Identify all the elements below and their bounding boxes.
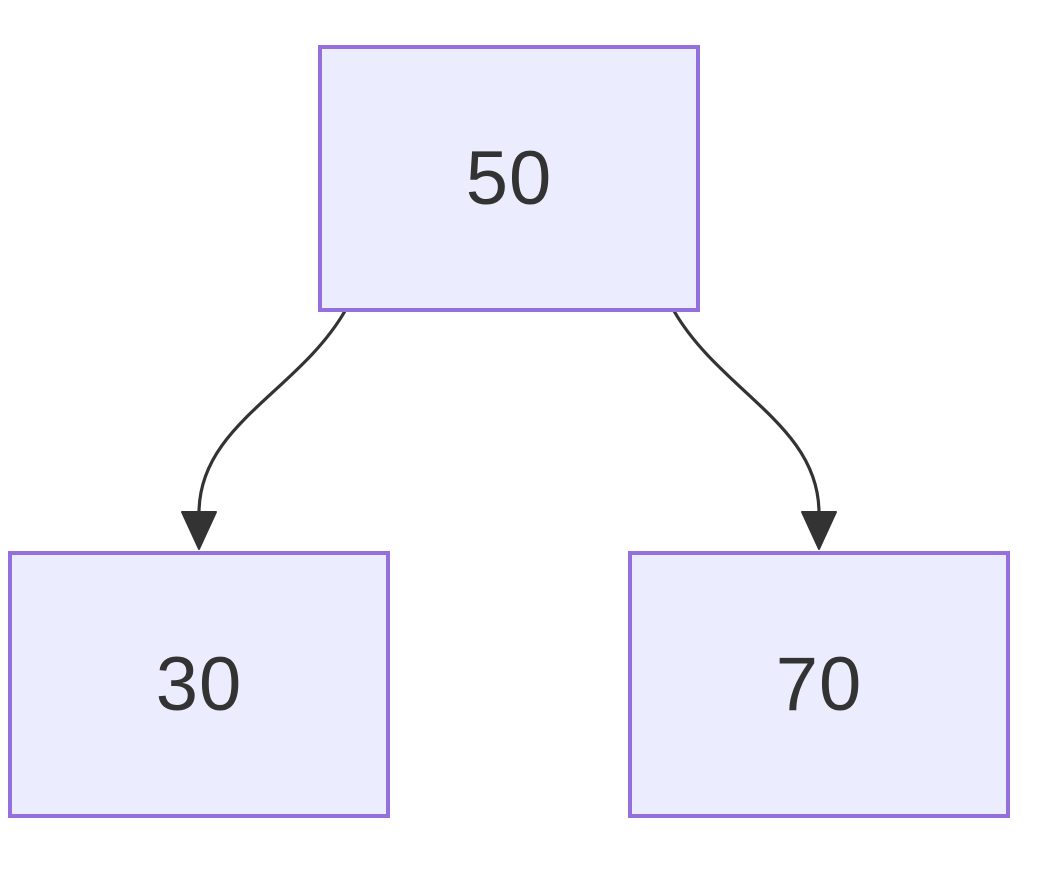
node-70: 70	[628, 551, 1010, 818]
node-30: 30	[8, 551, 390, 818]
edge-50-to-30	[197, 309, 347, 515]
arrowhead-down-icon	[181, 511, 217, 550]
node-70-label: 70	[775, 641, 863, 727]
node-50-label: 50	[465, 135, 553, 221]
node-30-label: 30	[155, 641, 243, 727]
node-50: 50	[318, 45, 700, 312]
arrowhead-down-icon	[801, 511, 837, 550]
edge-50-to-70	[672, 309, 821, 515]
